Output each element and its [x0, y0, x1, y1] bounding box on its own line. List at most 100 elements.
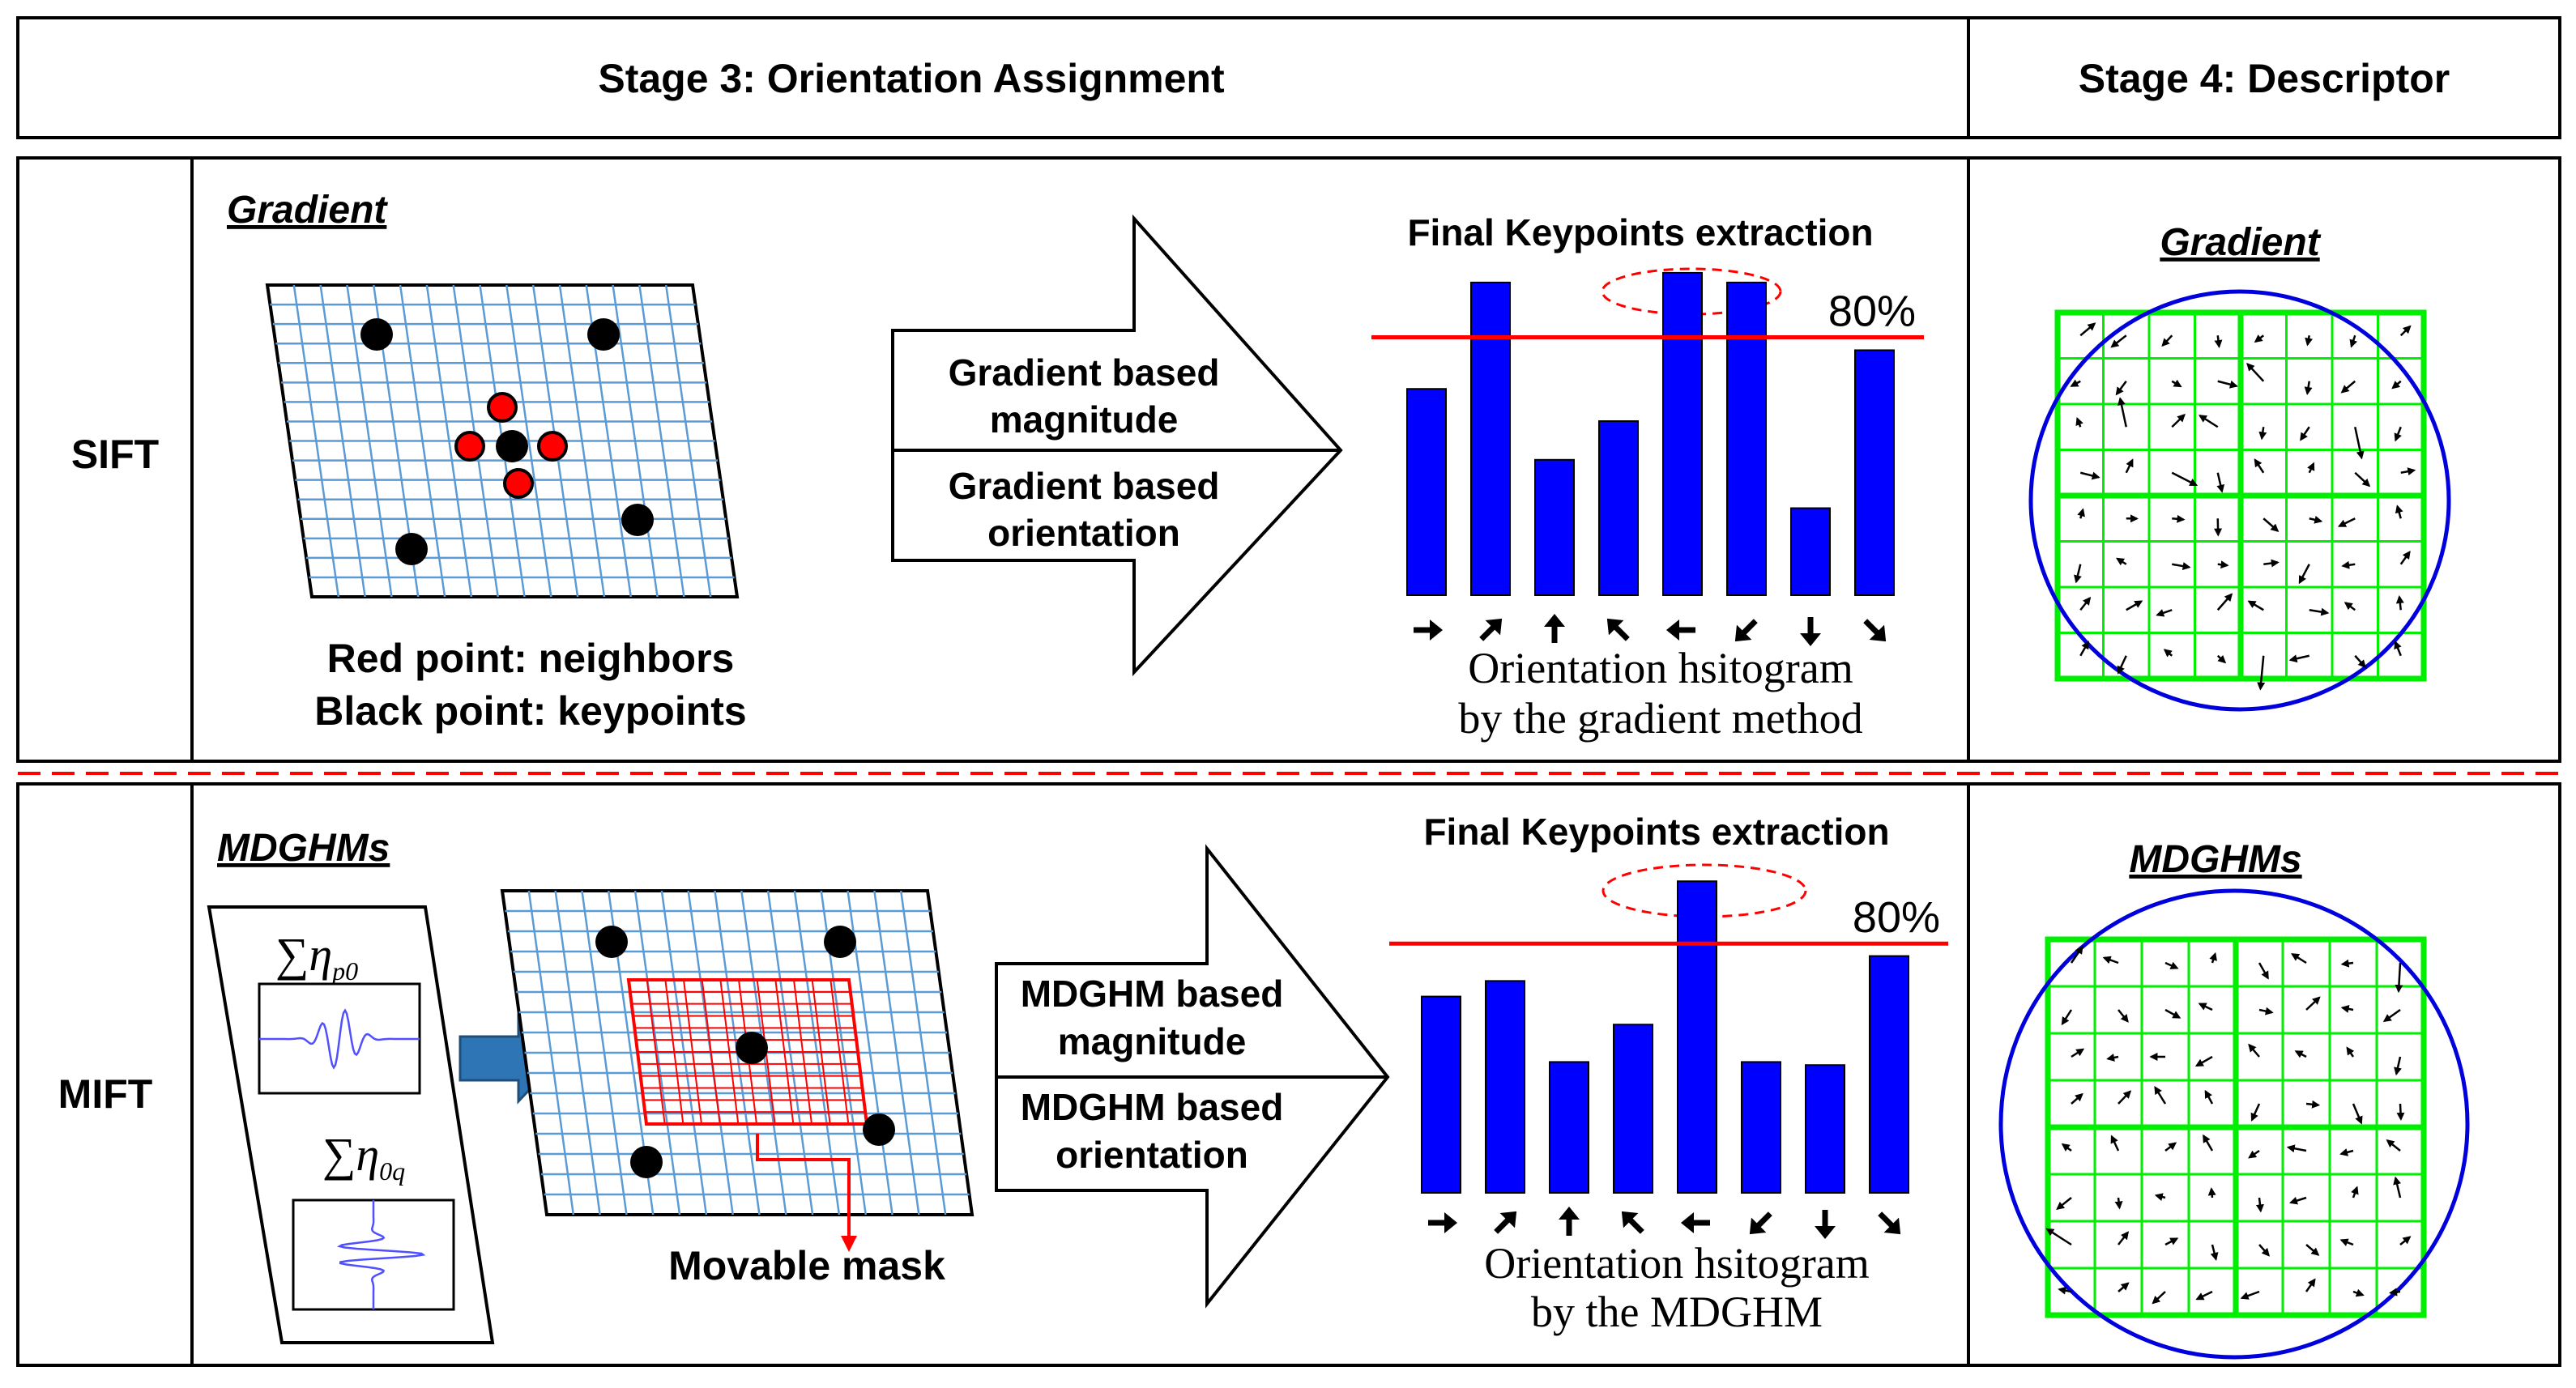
sift-method-title: Gradient [227, 189, 388, 232]
sift-desc-gradient-arrow [2172, 562, 2191, 570]
arrow-up-left-icon [1621, 1211, 1644, 1234]
mift-desc-gradient-arrow [2291, 953, 2307, 964]
sift-desc-gradient-arrow [2156, 609, 2173, 617]
mift-desc-gradient-arrow [2294, 1050, 2307, 1058]
mift-bar [1869, 955, 1909, 1194]
sift-desc-gradient-arrow [2077, 508, 2085, 519]
sift-grid-vline [558, 284, 606, 598]
sift-desc-gradient-arrow [2171, 379, 2182, 388]
mift-desc-gradient-arrow [2071, 1092, 2083, 1105]
sift-desc-gradient-arrow [2115, 381, 2127, 396]
keypoint-dot [863, 1113, 895, 1146]
sift-desc-gradient-arrow [2254, 458, 2265, 474]
mift-desc-gradient-arrow [2393, 1176, 2402, 1199]
mift-row-label: MIFT [58, 1071, 153, 1117]
sift-desc-gradient-arrow [2394, 640, 2402, 657]
mift-desc-gradient-arrow [2258, 1244, 2271, 1257]
arrow-left-icon-head [1681, 1212, 1694, 1233]
sift-desc-gradient-arrow [2307, 462, 2315, 474]
sift-desc-gradient-arrow [2263, 559, 2280, 568]
arrow-down-left-icon [1749, 1211, 1772, 1235]
mift-desc-gradient-arrow [2114, 1197, 2123, 1210]
mift-desc-gradient-arrow [2240, 1290, 2260, 1300]
mift-desc-gradient-arrow [2154, 1193, 2166, 1201]
sift-desc-gradient-arrow [2214, 335, 2223, 348]
mift-bar [1613, 1024, 1653, 1194]
sift-desc-gradient-arrow [2216, 593, 2233, 611]
sift-desc-gradient-arrow [2110, 334, 2127, 348]
sift-desc-gradient-arrow [2257, 655, 2266, 691]
arrow-down-left-icon-shaft [1741, 619, 1758, 636]
sift-desc-gradient-arrow [2118, 397, 2127, 428]
arrow-down-right-icon [1878, 1211, 1901, 1235]
arrow-up-left-icon [1606, 618, 1630, 641]
arrow-left-icon [1681, 1212, 1710, 1233]
arrow-up-left-icon-head [1606, 618, 1624, 636]
mift-desc-gradient-arrow [2346, 1046, 2355, 1058]
arrow-down-left-icon [1734, 619, 1758, 642]
sift-desc-gradient-arrow [2395, 595, 2404, 611]
mift-desc-gradient-arrow [2164, 1142, 2177, 1152]
mift-desc-gradient-arrow [2210, 1244, 2219, 1261]
sift-grid-vline [638, 284, 685, 598]
mift-desc-gradient-arrow [2207, 1187, 2216, 1199]
mift-keypoint-grid [500, 889, 975, 1216]
mift-desc-gradient-arrow [2248, 1149, 2260, 1159]
sift-desc-gradient-arrow [2126, 600, 2143, 611]
header-stage3: Stage 3: Orientation Assignment [598, 56, 1225, 101]
sift-bar [1406, 388, 1447, 596]
mift-bar [1677, 880, 1717, 1194]
sift-arrow-orientation-1: Gradient based [949, 465, 1220, 507]
mift-arrow-orientation-1: MDGHM based [1021, 1086, 1284, 1128]
mift-desc-gradient-arrow [2305, 996, 2321, 1011]
mift-grid-vline [873, 890, 920, 1216]
arrow-up-icon-head [1559, 1207, 1580, 1220]
sift-desc-gradient-arrow [2400, 467, 2416, 476]
sift-desc-gradient-arrow [2117, 655, 2127, 675]
mift-desc-gradient-arrow [2250, 1103, 2261, 1122]
sift-desc-gradient-arrow [2075, 416, 2083, 428]
arrow-down-right-icon-head [1883, 1217, 1901, 1235]
keypoint-dot [496, 430, 528, 462]
mift-desc-gradient-arrow [2248, 1043, 2260, 1058]
sift-desc-gradient-arrow [2079, 322, 2096, 337]
mift-desc-gradient-arrow [2255, 1197, 2264, 1213]
sift-desc-gradient-arrow [2263, 517, 2280, 532]
movable-mask-callout: Movable mask [668, 1134, 945, 1288]
sift-desc-gradient-arrow [2161, 334, 2173, 347]
sift-desc-gradient-arrow [2258, 427, 2267, 441]
mift-desc-gradient-arrow [2352, 1288, 2365, 1297]
mift-method-title: MDGHMs [217, 827, 390, 870]
mdghm-formula-panel: ∑ηp0 ∑η0q [207, 905, 495, 1344]
sift-legend: Red point: neighbors Black point: keypoi… [314, 636, 746, 734]
mift-desc-gradient-arrow [2045, 1228, 2072, 1246]
mift-arrow-orientation-2: orientation [1056, 1134, 1248, 1176]
keypoint-dot [824, 926, 856, 958]
legend-neighbors: Red point: neighbors [327, 636, 735, 681]
mask-vline [830, 979, 850, 1125]
arrow-up-left-icon-shaft [1627, 1217, 1644, 1234]
mift-desc-gradient-arrow [2164, 1237, 2179, 1246]
sift-desc-gradient-arrow [2344, 602, 2356, 611]
sift-desc-gradient-arrow [2391, 380, 2402, 390]
kernel-wave-p0 [259, 1008, 420, 1070]
sift-row: SIFT [16, 156, 2561, 763]
arrow-right-icon-head [1430, 619, 1443, 641]
sift-arrow-magnitude-1: Gradient based [949, 351, 1220, 394]
sift-bar [1854, 349, 1895, 596]
sift-desc-gradient-arrow [2254, 334, 2265, 343]
keypoint-dot [595, 926, 628, 958]
arrow-left-icon-head [1666, 619, 1679, 641]
header-stage4: Stage 4: Descriptor [2079, 56, 2450, 101]
sift-desc-gradient-arrow [2395, 505, 2403, 519]
mift-desc-gradient-arrow [2194, 1055, 2213, 1067]
arrow-down-right-icon-head [1869, 624, 1887, 642]
mift-threshold-ellipse [1601, 863, 1807, 918]
arrow-down-icon-head [1800, 633, 1821, 646]
arrow-up-icon [1559, 1207, 1580, 1236]
sift-desc-gradient-arrow [2349, 334, 2358, 348]
arrow-up-icon-head [1544, 614, 1565, 627]
mift-desc-gradient-arrow [2164, 961, 2179, 969]
mift-desc-gradient-arrow [2118, 1090, 2132, 1105]
mift-bar [1421, 995, 1461, 1194]
